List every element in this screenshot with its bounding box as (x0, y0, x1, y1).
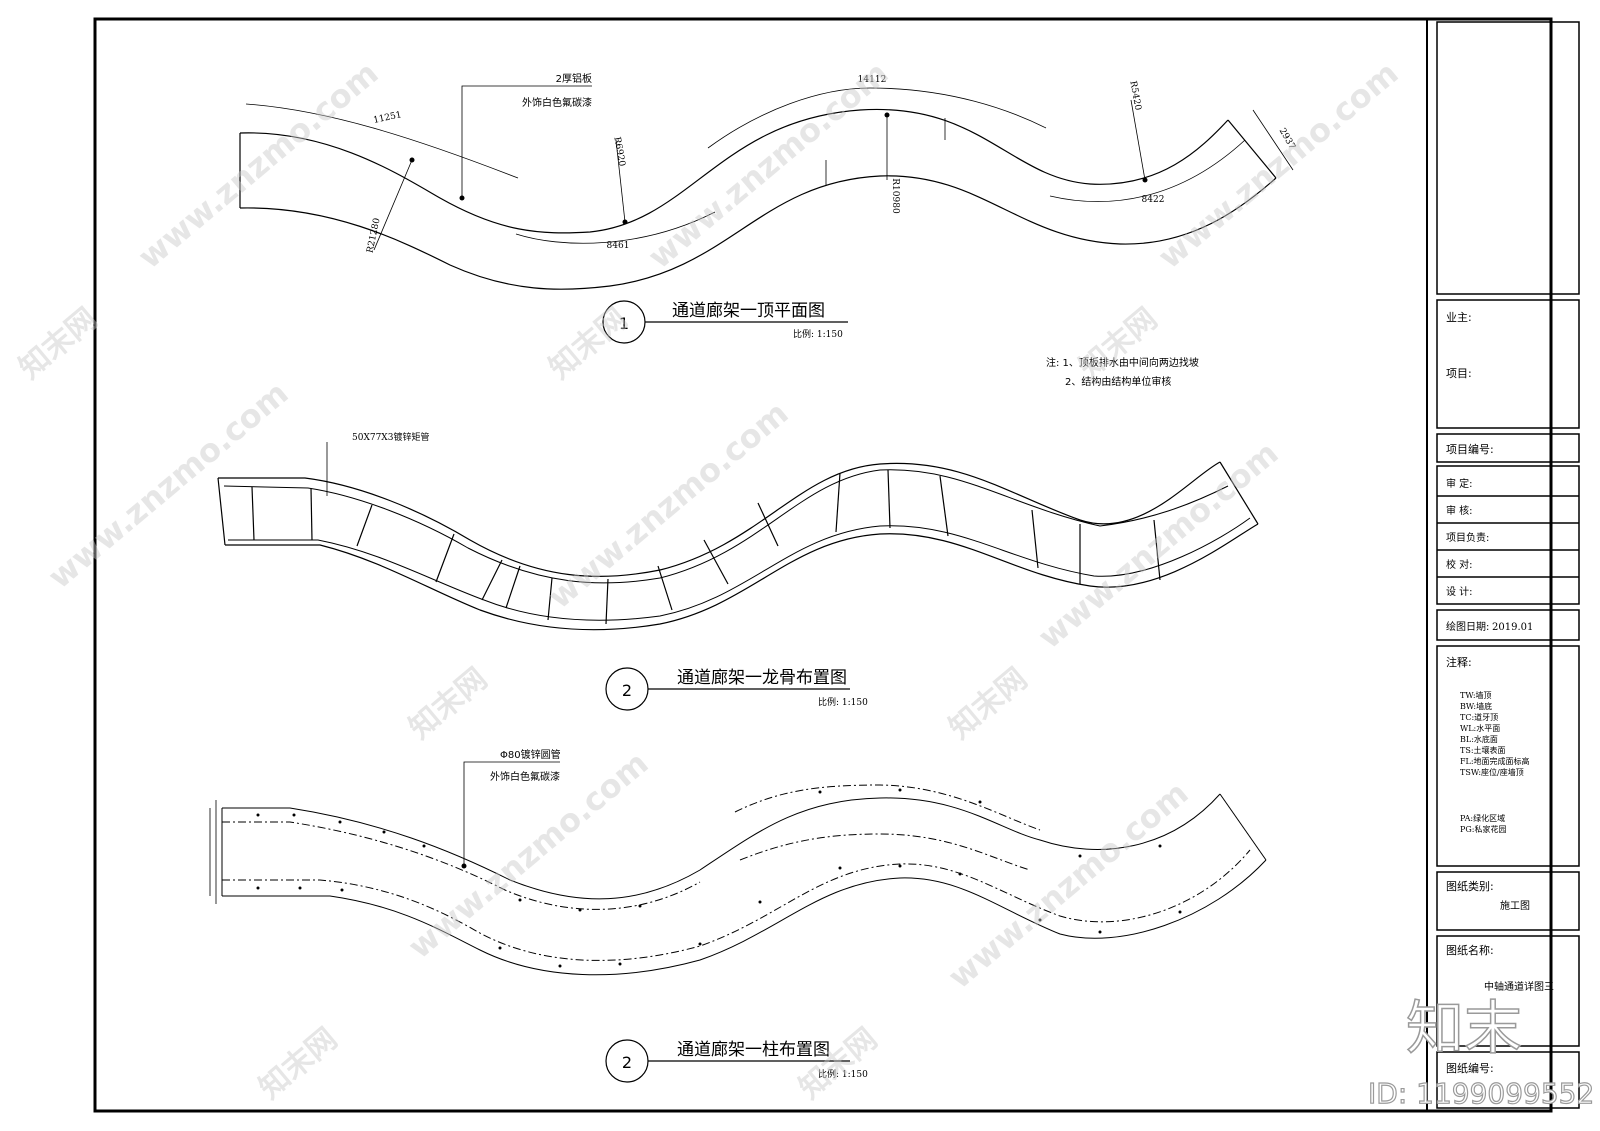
tb-date-label: 绘图日期: (1446, 620, 1489, 633)
legend-item: TSW:座位/座墙顶 (1460, 767, 1524, 777)
note-line: 2、结构由结构单位审核 (1065, 375, 1171, 388)
watermark-text: www.znzmo.com (41, 374, 296, 596)
drawing-scale: 比例: 1:150 (818, 1068, 868, 1080)
tb-name: 中轴通道详图三 (1484, 980, 1554, 993)
roof-callout-line2: 外饰白色氟碳漆 (522, 96, 592, 109)
drawing-number: 1 (619, 314, 629, 333)
watermark-text: 知末网 (543, 301, 634, 386)
dim-label: 8461 (607, 241, 630, 251)
watermark-text: 知末网 (943, 661, 1034, 746)
drawing-title: 通道廊架一柱布置图 (677, 1040, 830, 1060)
note-line: 注: 1、顶板排水由中间向两边找坡 (1046, 356, 1199, 369)
drawing-scale: 比例: 1:150 (818, 696, 868, 708)
drawing-title: 通道廊架一顶平面图 (672, 301, 825, 321)
tb-design: 设 计: (1446, 585, 1473, 598)
tb-number-label: 图纸编号: (1446, 1061, 1494, 1075)
framing-callout: 50X77X3镀锌矩管 (352, 431, 429, 443)
watermark-text: www.znzmo.com (1151, 54, 1406, 276)
legend-item: PG:私家花园 (1460, 824, 1506, 834)
drawing-scale: 比例: 1:150 (793, 328, 843, 340)
roof-callout-line1: 2厚铝板 (556, 72, 592, 85)
radius-label: R6920 (611, 136, 626, 167)
legend-item: BL:水底面 (1460, 734, 1498, 744)
tb-name-label: 图纸名称: (1446, 943, 1494, 957)
watermark-text: www.znzmo.com (941, 774, 1196, 996)
watermark-text: 知末网 (13, 301, 104, 386)
column-drawing (209, 761, 1267, 976)
drawing-number-circle (605, 667, 850, 711)
column-posts (256, 788, 1182, 968)
column-callout-line2: 外饰白色氟碳漆 (490, 770, 560, 783)
tb-review: 审 核: (1446, 504, 1473, 517)
tb-legend: TW:墙顶 BW:墙底 TC:道牙顶 WL:水平面 BL:水底面 TS:土壤表面… (1460, 690, 1530, 834)
drawing-number: 2 (622, 1053, 632, 1072)
watermark-text: www.znzmo.com (1031, 434, 1286, 656)
legend-item: PA:绿化区域 (1460, 813, 1505, 823)
legend-item: TC:道牙顶 (1460, 712, 1498, 722)
drawing-number-circle (602, 300, 848, 344)
drawing-title: 通道廊架一龙骨布置图 (677, 668, 847, 688)
roof-plan-drawing (239, 85, 1294, 290)
watermark-text: 知末网 (1073, 301, 1164, 386)
tb-category-label: 图纸类别: (1446, 879, 1494, 893)
tb-project-no: 项目编号: (1446, 442, 1494, 456)
watermark-text: 知末网 (403, 661, 494, 746)
tb-date: 2019.01 (1492, 622, 1533, 633)
watermark-text: www.znzmo.com (641, 54, 896, 276)
dim-label: 14112 (858, 75, 887, 85)
radius-label: R5420 (1127, 80, 1142, 111)
tb-check: 校 对: (1446, 558, 1473, 571)
dim-label: 11251 (373, 110, 403, 126)
watermark-text: www.znzmo.com (131, 54, 386, 276)
radius-label: R10980 (890, 178, 900, 214)
roof-plan-dots (409, 112, 1148, 225)
dim-label: 8422 (1142, 195, 1165, 205)
watermark-text: 知末网 (253, 1021, 344, 1106)
tb-notes-label: 注释: (1446, 655, 1472, 669)
brand-logo: 知末 (1406, 994, 1522, 1062)
legend-item: FL:地面完成面标高 (1460, 756, 1530, 766)
watermark: www.znzmo.com www.znzmo.com www.znzmo.co… (13, 54, 1406, 1106)
legend-item: TW:墙顶 (1460, 690, 1492, 700)
drawing-number: 2 (622, 681, 632, 700)
tb-approve: 审 定: (1446, 477, 1473, 490)
image-id: ID: 1199099552 (1368, 1077, 1594, 1110)
tb-owner: 业主: (1446, 311, 1472, 324)
legend-item: BW:墙底 (1460, 701, 1492, 711)
watermark-text: 知末网 (793, 1021, 884, 1106)
sheet-border (93, 17, 1553, 1113)
framing-drawing (217, 442, 1259, 631)
titleblock (1436, 21, 1580, 1109)
column-callout-line1: Φ80镀锌圆管 (500, 748, 561, 761)
drawing-number-circle (605, 1039, 850, 1083)
legend-item: TS:土壤表面 (1460, 745, 1506, 755)
legend-item: WL:水平面 (1460, 723, 1500, 733)
tb-category: 施工图 (1500, 899, 1530, 912)
tb-project: 项目: (1446, 367, 1472, 380)
tb-lead: 项目负责: (1446, 531, 1489, 544)
